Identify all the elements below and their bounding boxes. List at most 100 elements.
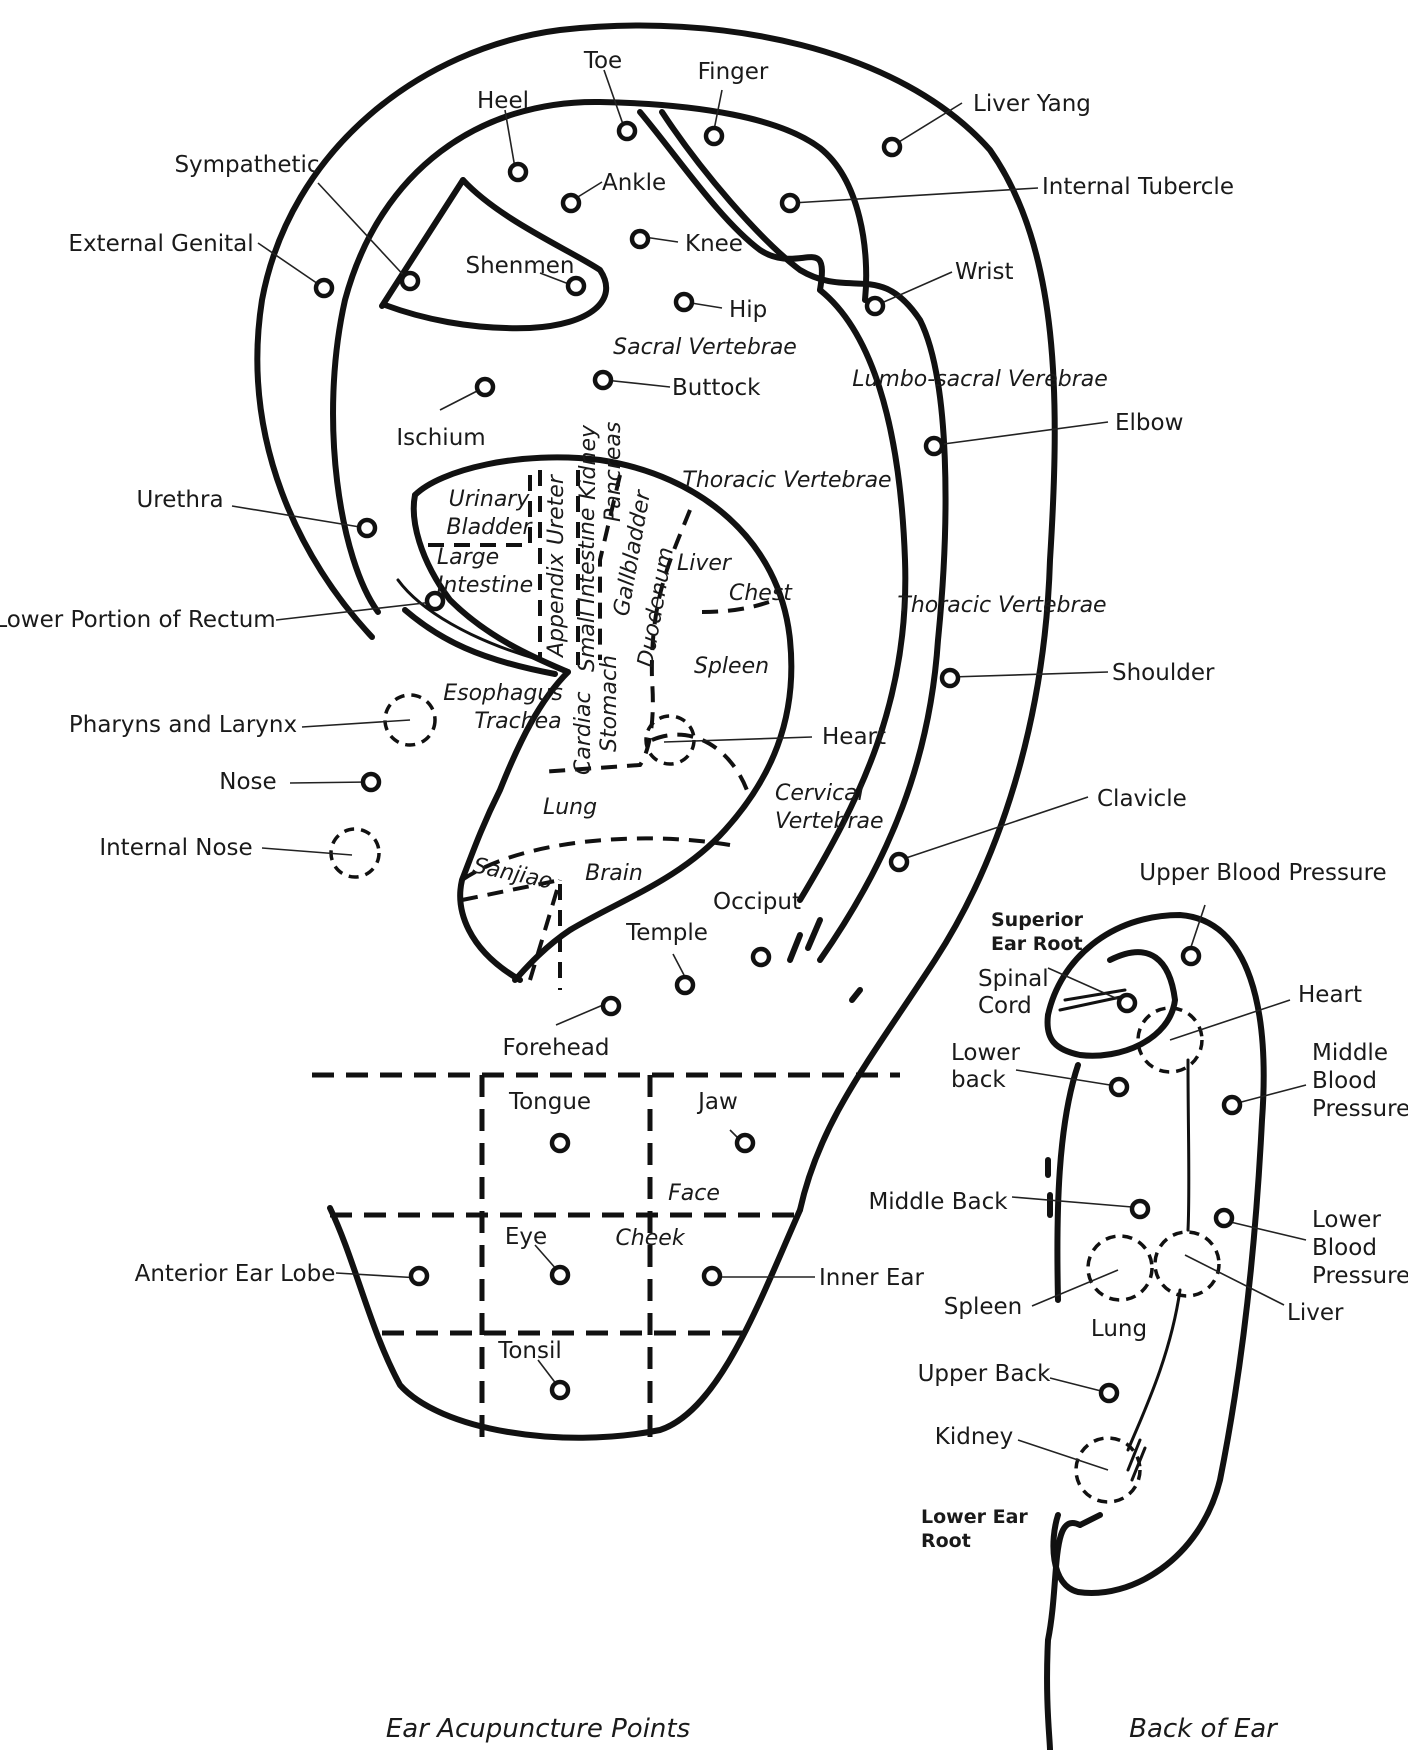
label-back-heart: Heart <box>1298 982 1362 1008</box>
label-spinal: Spinal <box>978 966 1049 992</box>
back-heart-ring <box>1136 1006 1204 1074</box>
region-pancreas: Pancreas <box>601 422 626 522</box>
region-liver: Liver <box>677 551 733 576</box>
region-lumbo-sacral: Lumbo-sacral Verebrae <box>852 367 1108 392</box>
label-middle-bp-3: Pressure <box>1312 1096 1408 1122</box>
sympathetic-marker <box>399 270 421 292</box>
elbow-marker <box>923 435 945 457</box>
liver-yang-marker <box>881 136 903 158</box>
region-vertebrae: Vertebrae <box>775 809 884 834</box>
front-point-markers <box>313 120 961 1401</box>
label-upper-back: Upper Back <box>918 1361 1051 1387</box>
label-forehead: Forehead <box>502 1035 609 1061</box>
back-caption: Back of Ear <box>1129 1714 1279 1744</box>
label-tongue: Tongue <box>508 1089 591 1115</box>
label-inner-ear: Inner Ear <box>819 1265 924 1291</box>
label-urethra: Urethra <box>136 487 223 513</box>
label-finger: Finger <box>698 59 769 85</box>
label-internal-tubercle: Internal Tubercle <box>1042 174 1234 200</box>
label-nose: Nose <box>219 769 276 795</box>
label-superior-root-1: Superior <box>991 909 1084 931</box>
label-occiput: Occiput <box>713 889 801 915</box>
lobe-grid <box>312 1072 900 1440</box>
temple-marker <box>674 974 696 996</box>
pharynx-ring <box>383 693 437 747</box>
region-large: Large <box>437 545 499 570</box>
shoulder-marker <box>939 667 961 689</box>
knee-marker <box>629 228 651 250</box>
region-thoracic-inner: Thoracic Vertebrae <box>682 468 891 493</box>
front-caption: Ear Acupuncture Points <box>386 1714 690 1744</box>
jaw-marker <box>734 1132 756 1154</box>
label-lower-rectum: Lower Portion of Rectum <box>0 607 276 633</box>
region-thoracic-outer: Thoracic Vertebrae <box>897 593 1106 618</box>
label-back-lung: Lung <box>1091 1316 1147 1342</box>
middle-back-marker <box>1129 1198 1151 1220</box>
region-bladder: Bladder <box>446 515 533 540</box>
internal-nose-ring <box>329 827 381 879</box>
region-cheek: Cheek <box>615 1226 685 1251</box>
label-wrist: Wrist <box>955 259 1014 285</box>
label-shoulder: Shoulder <box>1112 660 1215 686</box>
label-knee: Knee <box>685 231 743 257</box>
front-region-boundaries <box>428 470 776 990</box>
label-toe: Toe <box>583 48 622 74</box>
eye-marker <box>549 1264 571 1286</box>
label-cord: Cord <box>978 993 1032 1019</box>
label-lower-1: Lower <box>951 1040 1020 1066</box>
front-ear-outline <box>254 22 1058 1441</box>
label-elbow: Elbow <box>1115 410 1183 436</box>
hip-marker <box>673 291 695 313</box>
label-lower-bp-1: Lower <box>1312 1207 1381 1233</box>
heart-ring <box>644 714 696 766</box>
lower-rectum-marker <box>424 590 446 612</box>
nose-marker <box>360 771 382 793</box>
front-region-labels: Sacral Vertebrae Lumbo-sacral Verebrae T… <box>437 335 1108 1251</box>
region-chest: Chest <box>729 581 793 606</box>
label-upper-bp: Upper Blood Pressure <box>1139 860 1386 886</box>
region-cardiac: Cardiac <box>571 691 596 775</box>
region-appendix: Appendix <box>544 552 569 659</box>
label-temple: Temple <box>625 920 708 946</box>
label-lower-bp-3: Pressure <box>1312 1263 1408 1289</box>
region-kidney: Kidney <box>576 424 601 500</box>
internal-tubercle-marker <box>779 192 801 214</box>
label-anterior-ear-lobe: Anterior Ear Lobe <box>135 1261 336 1287</box>
buttock-marker <box>592 369 614 391</box>
label-clavicle: Clavicle <box>1097 786 1187 812</box>
inner-ear-marker <box>701 1265 723 1287</box>
label-lower-2: back <box>951 1067 1006 1093</box>
label-lower-root-2: Root <box>921 1530 971 1552</box>
label-hip: Hip <box>729 297 767 323</box>
shenmen-marker <box>565 275 587 297</box>
ischium-marker <box>474 376 496 398</box>
label-lower-root-1: Lower Ear <box>921 1506 1028 1528</box>
region-esophagus: Esophagus <box>443 681 563 706</box>
label-heart: Heart <box>822 724 886 750</box>
toe-marker <box>616 120 638 142</box>
middle-bp-marker <box>1221 1094 1243 1116</box>
upper-back-marker <box>1098 1382 1120 1404</box>
lower-back-marker <box>1108 1076 1130 1098</box>
lower-bp-marker <box>1213 1207 1235 1229</box>
region-cervical: Cervical <box>775 781 864 806</box>
leader-lines <box>231 69 1307 1471</box>
back-labels: Upper Blood Pressure Spinal Cord Heart L… <box>868 860 1408 1552</box>
label-eye: Eye <box>505 1224 547 1250</box>
label-sympathetic: Sympathetic <box>174 152 319 178</box>
label-back-kidney: Kidney <box>935 1424 1013 1450</box>
back-spleen-ring <box>1086 1234 1154 1302</box>
region-sacral-vertebrae: Sacral Vertebrae <box>613 335 797 360</box>
ankle-marker <box>560 192 582 214</box>
external-genital-marker <box>313 277 335 299</box>
label-tonsil: Tonsil <box>497 1338 562 1364</box>
back-kidney-ring <box>1074 1436 1142 1504</box>
region-urinary: Urinary <box>449 487 531 512</box>
label-internal-nose: Internal Nose <box>99 835 252 861</box>
occiput-marker <box>750 946 772 968</box>
label-buttock: Buttock <box>672 375 761 401</box>
label-back-liver: Liver <box>1287 1300 1344 1326</box>
urethra-marker <box>356 517 378 539</box>
back-point-markers <box>1098 945 1243 1404</box>
